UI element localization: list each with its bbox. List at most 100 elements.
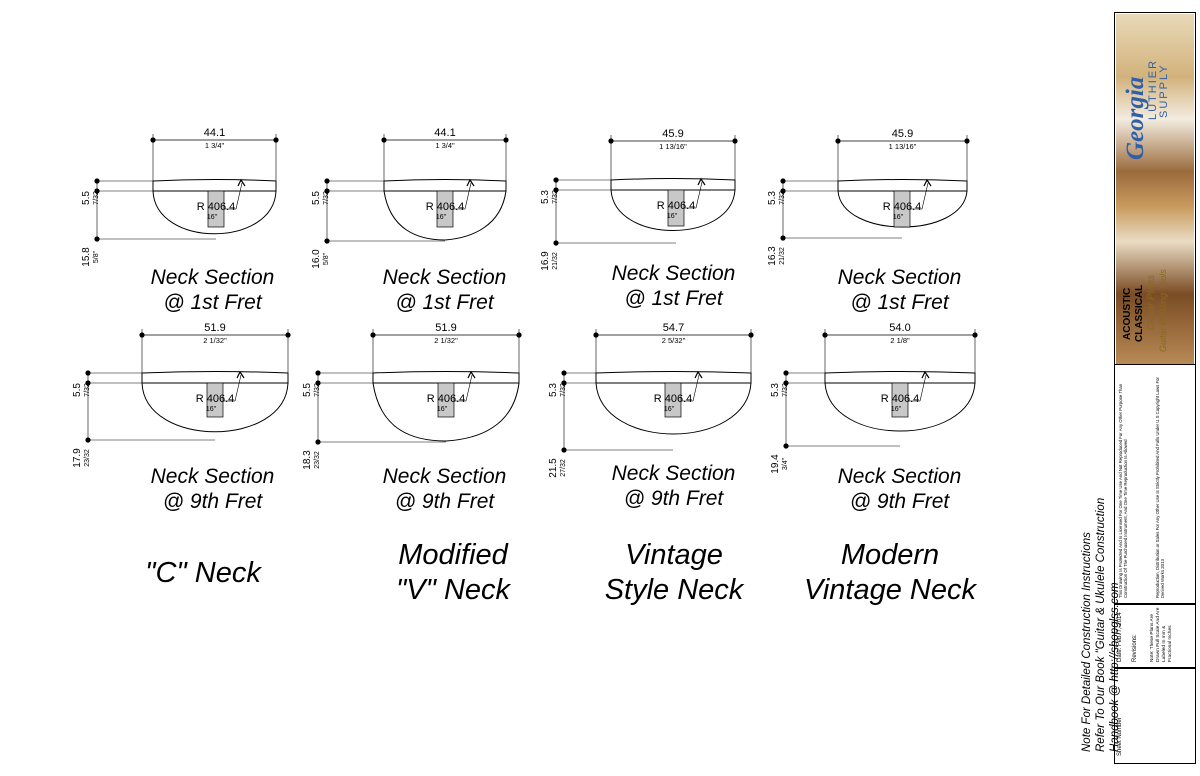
width-in-label: 1 13/16" bbox=[659, 142, 687, 151]
fingerboard-outline bbox=[141, 371, 289, 384]
width-in-label: 2 5/32" bbox=[662, 336, 686, 345]
radius-label: R 406.4 bbox=[881, 393, 920, 405]
note-line2: Refer To Our Book "Guitar & Ukulele Cons… bbox=[1095, 497, 1107, 752]
section-label: Neck Section @ 9th Fret bbox=[807, 464, 992, 514]
section-label-line1: Neck Section bbox=[837, 266, 962, 289]
section-label: Neck Section @ 1st Fret bbox=[120, 265, 305, 315]
logo-georgia: Georgia bbox=[1122, 76, 1149, 160]
dimension-point bbox=[593, 332, 599, 338]
top-thickness-mm-label: 5.3 bbox=[540, 190, 551, 204]
neck-profile-curve bbox=[595, 382, 752, 435]
dimension-point bbox=[94, 178, 100, 184]
section-label-line1: Neck Section bbox=[382, 465, 507, 488]
dimension-point bbox=[732, 138, 738, 144]
neck-profile-curve bbox=[610, 189, 736, 231]
depth-mm-label: 16.9 bbox=[540, 251, 551, 271]
radius-in-label: 16" bbox=[436, 214, 447, 221]
width-mm-label: 54.7 bbox=[663, 322, 684, 334]
section-label-line1: Neck Section bbox=[611, 462, 736, 485]
radius-leader bbox=[465, 374, 473, 402]
radius-in-label: 16" bbox=[206, 406, 217, 413]
neck-type-line2: Vintage Neck bbox=[804, 574, 976, 606]
radius-in-label: 16" bbox=[893, 214, 904, 221]
radius-label: R 406.4 bbox=[427, 393, 466, 405]
section-label: Neck Section @ 9th Fret bbox=[120, 464, 305, 514]
top-thickness-in-label: 7/32 bbox=[782, 383, 789, 397]
date-box bbox=[1114, 604, 1196, 668]
neck-type-title: Modern Vintage Neck bbox=[780, 538, 1000, 608]
radius-leader bbox=[234, 374, 242, 402]
radius-label: R 406.4 bbox=[426, 201, 465, 213]
radius-label: R 406.4 bbox=[883, 201, 922, 213]
dimension-point bbox=[553, 187, 559, 193]
top-thickness-in-label: 7/32 bbox=[779, 191, 786, 205]
radius-leader bbox=[919, 374, 927, 402]
radius-leader bbox=[692, 374, 700, 402]
section-label-line2: @ 9th Fret bbox=[849, 490, 950, 513]
section-label: Neck Section @ 9th Fret bbox=[352, 464, 537, 514]
top-thickness-in-label: 7/32 bbox=[552, 190, 559, 204]
depth-mm-label: 17.9 bbox=[72, 448, 83, 468]
radius-arrow bbox=[921, 370, 930, 379]
fingerboard-outline bbox=[595, 371, 752, 384]
dimension-point bbox=[780, 188, 786, 194]
dimension-point bbox=[315, 370, 321, 376]
dimension-point bbox=[94, 188, 100, 194]
width-mm-label: 45.9 bbox=[892, 128, 913, 140]
logo-panel bbox=[1116, 14, 1194, 364]
top-thickness-mm-label: 5.5 bbox=[81, 191, 92, 205]
radius-label: R 406.4 bbox=[657, 200, 696, 212]
top-thickness-in-label: 7/32 bbox=[560, 383, 567, 397]
radius-arrow bbox=[236, 370, 245, 379]
fingerboard-outline bbox=[837, 179, 968, 192]
neck-type-line2: Style Neck bbox=[604, 574, 744, 606]
section-label-line1: Neck Section bbox=[150, 465, 275, 488]
radius-leader bbox=[464, 182, 472, 210]
width-in-label: 2 1/8" bbox=[890, 336, 910, 345]
width-mm-label: 51.9 bbox=[435, 322, 456, 334]
section-label-line2: @ 1st Fret bbox=[163, 291, 262, 314]
units-note: Note: These Plans Are Drawn Full Scale A… bbox=[1150, 607, 1173, 662]
dimension-point bbox=[964, 138, 970, 144]
radius-arrow bbox=[237, 178, 246, 187]
radius-arrow bbox=[467, 370, 476, 379]
fingerboard-outline bbox=[372, 371, 520, 384]
logo-classical: CLASSICAL bbox=[1134, 284, 1145, 342]
section-label: Neck Section @ 1st Fret bbox=[352, 265, 537, 315]
dimension-point bbox=[972, 332, 978, 338]
fingerboard-outline bbox=[610, 178, 736, 191]
radius-in-label: 16" bbox=[664, 406, 675, 413]
top-thickness-mm-label: 5.3 bbox=[767, 191, 778, 205]
depth-in-label: 3/4" bbox=[782, 457, 789, 470]
dimension-point bbox=[783, 380, 789, 386]
top-thickness-mm-label: 5.3 bbox=[770, 383, 781, 397]
width-in-label: 2 1/32" bbox=[434, 336, 458, 345]
dimension-point bbox=[783, 443, 789, 449]
logo-plans: Guitar Plans bbox=[1146, 274, 1157, 330]
section-label-line1: Neck Section bbox=[382, 266, 507, 289]
dimension-point bbox=[516, 332, 522, 338]
dimension-point bbox=[780, 235, 786, 241]
width-in-label: 1 3/4" bbox=[435, 141, 455, 150]
neck-profile-curve bbox=[383, 190, 507, 241]
sheet-number-box bbox=[1114, 668, 1196, 764]
date-text: Date: Feb. 7, 2014 bbox=[1117, 612, 1123, 662]
dimension-point bbox=[608, 138, 614, 144]
neck-profile-curve bbox=[141, 382, 289, 433]
section-label-line1: Neck Section bbox=[150, 266, 275, 289]
neck-type-line1: "C" Neck bbox=[145, 557, 261, 589]
logo-tools: Guitar Building Tools bbox=[1158, 269, 1168, 352]
top-thickness-in-label: 7/32 bbox=[314, 383, 321, 397]
neck-type-line1: Vintage bbox=[625, 539, 723, 571]
depth-mm-label: 21.5 bbox=[548, 458, 559, 478]
dimension-point bbox=[315, 439, 321, 445]
width-mm-label: 54.0 bbox=[889, 322, 910, 334]
dimension-point bbox=[835, 138, 841, 144]
dimension-point bbox=[561, 380, 567, 386]
section-label-line1: Neck Section bbox=[837, 465, 962, 488]
radius-leader bbox=[695, 181, 703, 209]
section-label-line1: Neck Section bbox=[611, 262, 736, 285]
radius-in-label: 16" bbox=[667, 213, 678, 220]
neck-type-line1: Modern bbox=[840, 539, 940, 571]
